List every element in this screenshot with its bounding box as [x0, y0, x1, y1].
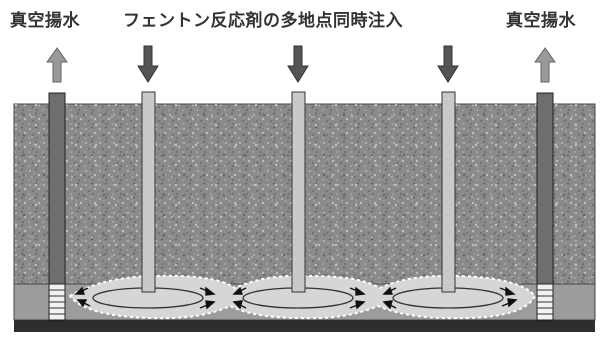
extraction-well-left — [48, 92, 66, 322]
spread-arrows — [74, 286, 518, 310]
label-vacuum-extraction-left: 真空揚水 — [10, 11, 80, 31]
bedrock-layer — [14, 320, 595, 332]
injection-well-1 — [141, 91, 156, 293]
label-vacuum-extraction-right: 真空揚水 — [506, 11, 576, 31]
arrow-down-icon — [287, 45, 309, 83]
injection-well-3 — [441, 91, 456, 293]
arrow-up-icon — [46, 47, 68, 83]
extraction-well-right — [536, 92, 554, 322]
label-fenton-injection: フェントン反応剤の多地点同時注入 — [123, 11, 403, 31]
arrow-up-icon — [534, 47, 556, 83]
arrow-down-icon — [137, 45, 159, 83]
arrow-down-icon — [437, 45, 459, 83]
injection-well-2 — [291, 91, 306, 293]
